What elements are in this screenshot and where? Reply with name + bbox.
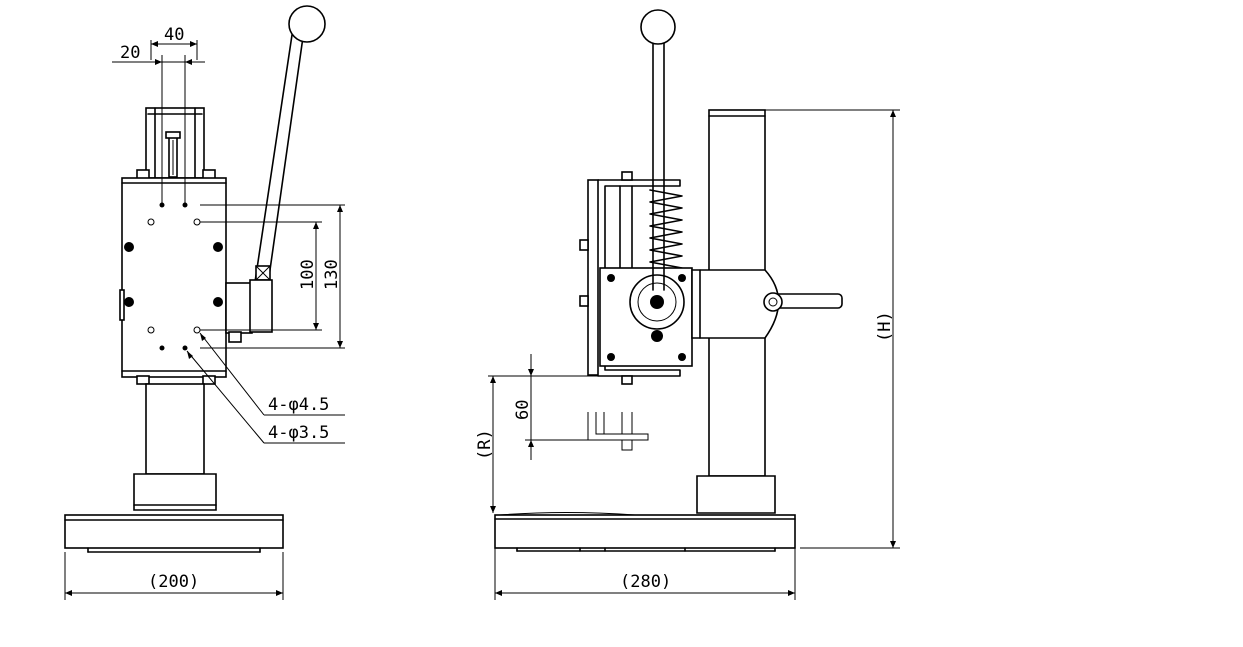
front-dim-base: (200) <box>64 552 284 600</box>
side-dim-base: (280) <box>494 548 796 600</box>
side-dim-height: (H) <box>765 109 900 549</box>
callout-holes-a: 4-φ4.5 <box>268 395 329 415</box>
side-lever-knob <box>640 9 676 45</box>
side-dim-stroke: 60 <box>513 354 600 460</box>
side-view: 60 (R) (H) (280) <box>475 9 900 600</box>
side-arm <box>691 269 843 339</box>
front-callouts: 4-φ4.5 4-φ3.5 <box>186 332 345 444</box>
front-dim-top: 20 40 <box>112 25 205 205</box>
front-dim-vertical: 100 130 <box>200 204 345 349</box>
dim-stroke: 60 <box>513 400 533 420</box>
side-lever <box>640 9 676 291</box>
dim-front-base: (200) <box>148 572 199 592</box>
dim-v-inner: 100 <box>298 259 318 290</box>
front-head-block <box>119 169 227 385</box>
front-column <box>133 383 217 511</box>
lever-knob <box>288 5 326 43</box>
dim-v-outer: 130 <box>322 259 342 290</box>
side-tool <box>587 412 649 451</box>
front-view: 20 40 100 130 4-φ4.5 4-φ3. <box>64 5 345 600</box>
callout-holes-b: 4-φ3.5 <box>268 423 329 443</box>
front-ram <box>145 107 205 179</box>
dim-side-base: (280) <box>620 572 671 592</box>
dim-top-small: 20 <box>120 43 140 63</box>
side-head <box>579 171 693 385</box>
dim-reach: (R) <box>475 429 495 460</box>
dim-height: (H) <box>875 311 895 342</box>
front-side-clamp <box>225 279 273 343</box>
side-dim-reach: (R) <box>475 375 525 513</box>
side-base <box>494 512 796 552</box>
front-base <box>64 514 284 553</box>
front-lever <box>254 5 326 285</box>
dim-top-large: 40 <box>164 25 184 45</box>
